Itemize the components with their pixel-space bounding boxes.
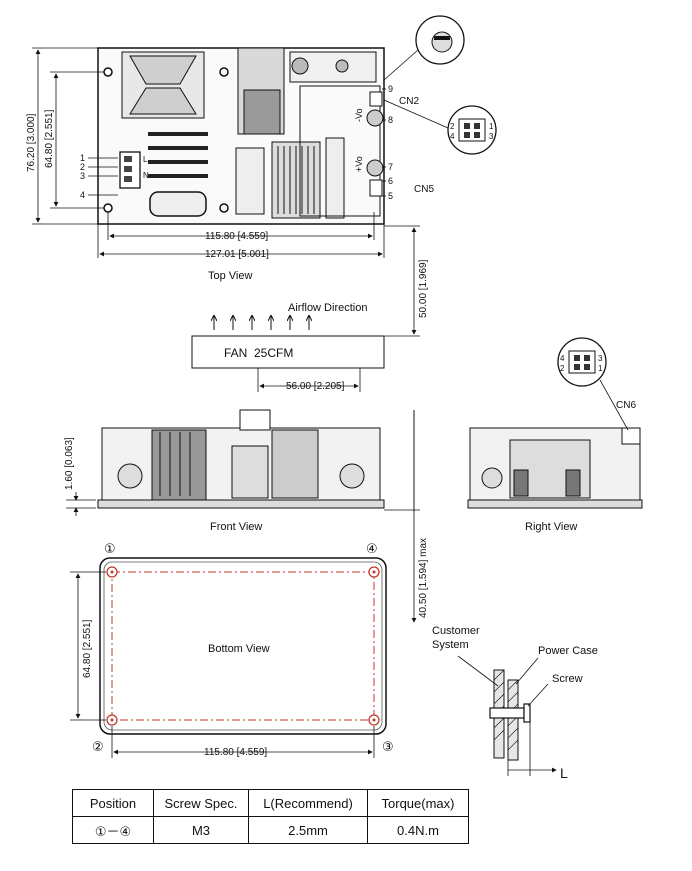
cn6-pin-1: 1 — [598, 364, 603, 373]
dim-front-thickness: 1.60 [0.063] — [64, 437, 75, 490]
cn2-pin-3: 3 — [489, 132, 494, 141]
dim-fan-horizontal: 56.00 [2.205] — [286, 381, 345, 392]
cn1-pin-4: 4 — [80, 190, 85, 200]
cell-position: ①－④ — [72, 816, 154, 844]
cn1-pin-1: 1 — [80, 153, 85, 163]
length-label: L — [560, 765, 568, 781]
dim-top-width-inner: 115.80 [4.559] — [205, 231, 268, 242]
top-view-title: Top View — [208, 270, 252, 282]
dim-top-height-inner: 64.80 [2.551] — [44, 109, 55, 168]
screw-label: Screw — [552, 673, 583, 685]
pin-9: 9 — [388, 84, 393, 94]
front-view-title: Front View — [210, 521, 262, 533]
cn5-label: CN5 — [414, 184, 434, 195]
fan-label: FAN 25CFM — [224, 346, 293, 360]
airflow-label: Airflow Direction — [288, 302, 367, 314]
pin-8: 8 — [388, 115, 393, 125]
screw-detail: Customer System Power Case Screw L — [432, 625, 598, 781]
right-view-title: Right View — [525, 521, 577, 533]
bottom-view-title: Bottom View — [208, 643, 270, 655]
dim-top-height-outer: 76.20 [3.000] — [26, 113, 37, 172]
bottom-view: ① ④ ② ③ Bottom View 64.80 [2.551] 115.80… — [70, 541, 394, 758]
cell-l-recommend: 2.5mm — [248, 816, 368, 844]
cn1-pin-2: 2 — [80, 162, 85, 172]
table-header-row: Position Screw Spec. L(Recommend) Torque… — [72, 789, 469, 817]
header-screw-spec: Screw Spec. — [153, 789, 249, 817]
header-position: Position — [72, 789, 154, 817]
pin-5: 5 — [388, 191, 393, 201]
cn2-label: CN2 — [399, 96, 419, 107]
cn2-pin-1: 1 — [489, 122, 494, 131]
front-view: 1.60 [0.063] Front View — [64, 409, 420, 533]
cn1-label-n: N — [143, 171, 149, 180]
fan-section: Airflow Direction FAN 25CFM 50.00 [1.969… — [191, 225, 429, 392]
header-l-recommend: L(Recommend) — [248, 789, 368, 817]
cn6-pin-2: 2 — [560, 364, 565, 373]
overall-height-dim: 40.50 [1.594] max — [411, 410, 429, 623]
customer-system-line1: Customer — [432, 625, 480, 637]
dim-bottom-height: 64.80 [2.551] — [82, 619, 93, 678]
header-torque: Torque(max) — [367, 789, 469, 817]
dim-overall-height: 40.50 [1.594] max — [418, 538, 429, 618]
table-row: ①－④ M3 2.5mm 0.4N.m — [72, 816, 469, 844]
hole-label-2: ② — [92, 739, 104, 754]
cn1-pin-3: 3 — [80, 171, 85, 181]
cn1-label-l: L — [143, 155, 148, 164]
hole-label-1: ① — [104, 541, 116, 556]
dim-top-width-outer: 127.01 [5.001] — [205, 249, 269, 260]
cn6-pin-3: 3 — [598, 354, 603, 363]
pin-7: 7 — [388, 162, 393, 172]
customer-system-line2: System — [432, 639, 469, 651]
power-case-label: Power Case — [538, 645, 598, 657]
cell-torque: 0.4N.m — [367, 816, 469, 844]
top-view: 1 2 3 4 L N -Vo +Vo 9 8 7 6 5 CN2 CN5 — [26, 15, 497, 282]
cn2-pin-4: 4 — [450, 132, 455, 141]
hole-label-4: ④ — [366, 541, 378, 556]
cn6-label: CN6 — [616, 400, 636, 411]
screw-spec-table: Position Screw Spec. L(Recommend) Torque… — [72, 789, 469, 844]
cn2-pin-2: 2 — [450, 122, 455, 131]
vo-minus-label: -Vo — [354, 108, 364, 122]
right-view: 4 3 2 1 CN6 Right View — [467, 337, 643, 533]
dim-bottom-width: 115.80 [4.559] — [204, 747, 267, 758]
pin-6: 6 — [388, 176, 393, 186]
cn6-pin-4: 4 — [560, 354, 565, 363]
dim-fan-vertical: 50.00 [1.969] — [418, 259, 429, 318]
cell-screw-spec: M3 — [153, 816, 249, 844]
hole-label-3: ③ — [382, 739, 394, 754]
vo-plus-label: +Vo — [354, 156, 364, 172]
